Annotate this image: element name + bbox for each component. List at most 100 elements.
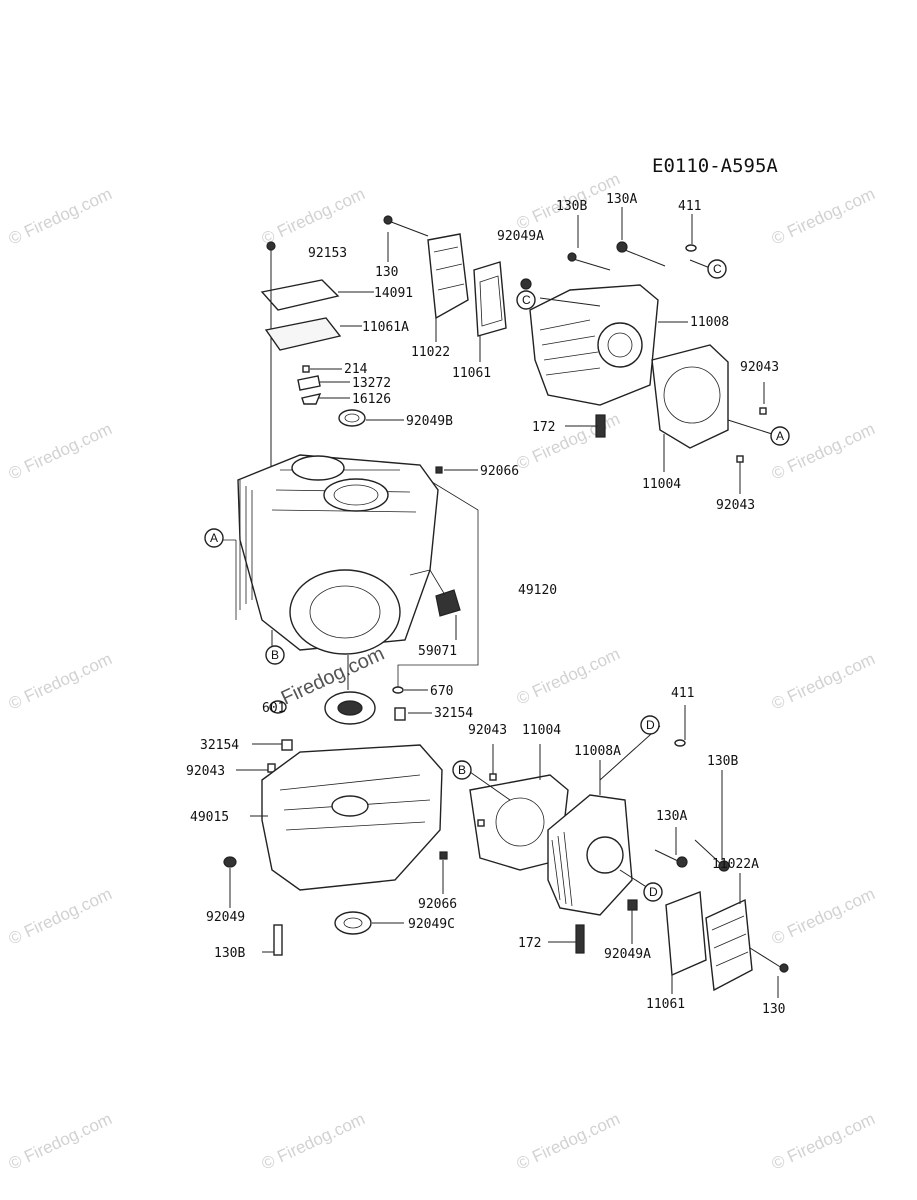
- bolt-head: [718, 860, 730, 872]
- label-214: 214: [344, 362, 368, 377]
- watermark: © Firedog.com: [6, 419, 115, 483]
- pin-92043a: [759, 407, 767, 415]
- pin-92043c: [267, 763, 276, 773]
- bracket-49120: [397, 481, 479, 690]
- crankcase-group: [223, 739, 448, 956]
- callout-circle: [204, 528, 224, 548]
- label-130a: 130A: [656, 809, 687, 824]
- head-cover-11022A: [705, 898, 753, 992]
- label-411: 411: [678, 199, 701, 214]
- label-92153: 92153: [308, 246, 347, 261]
- plug-92066b: [439, 851, 448, 860]
- watermark: © Firedog.com: [259, 184, 368, 248]
- callout-b: B: [271, 648, 279, 662]
- cylinder-bore-2: [291, 455, 345, 481]
- label-92043: 92043: [468, 723, 507, 738]
- head-port: [597, 322, 643, 368]
- leader: [539, 297, 601, 307]
- callout-d: D: [649, 885, 658, 899]
- part-16126: [301, 393, 322, 405]
- callout-a: A: [776, 429, 784, 443]
- leader: [409, 569, 446, 596]
- cover-ribs: [433, 246, 465, 291]
- spring-172-bot: [575, 924, 585, 954]
- label-92049a: 92049A: [604, 947, 651, 962]
- label-11061: 11061: [646, 997, 685, 1012]
- label-130: 130: [762, 1002, 785, 1017]
- bolt-130B-br: [694, 839, 723, 866]
- bore-1-inner: [333, 484, 379, 506]
- label-32154: 32154: [200, 738, 239, 753]
- bolt-130A-top: [619, 247, 666, 267]
- label-172: 172: [532, 420, 555, 435]
- flange-bore: [309, 585, 381, 639]
- callout-c: C: [713, 262, 722, 276]
- callout-circle: [640, 715, 660, 735]
- bearing-group: [269, 691, 432, 725]
- callout-circle: [770, 426, 790, 446]
- label-49120: 49120: [518, 583, 557, 598]
- watermark: © Firedog.com: [769, 884, 878, 948]
- cover-ribs-b: [711, 915, 749, 967]
- washer-411-top: [685, 244, 697, 252]
- label-130a: 130A: [606, 192, 637, 207]
- label-13272: 13272: [352, 376, 391, 391]
- nut-92049A-bot: [627, 899, 638, 911]
- nut-92049A-top: [520, 278, 532, 290]
- bolt-head: [567, 252, 577, 262]
- leader: [689, 259, 711, 269]
- head-cover-11022: [427, 233, 469, 320]
- leader: [599, 725, 661, 781]
- watermark: © Firedog.com: [514, 644, 623, 708]
- watermark: © Firedog.com: [769, 184, 878, 248]
- gasket-inner: [479, 275, 503, 327]
- label-49015: 49015: [190, 810, 229, 825]
- label-92049b: 92049B: [406, 414, 453, 429]
- bolt-head: [383, 215, 393, 225]
- gasket-bore: [663, 366, 721, 424]
- label-92066: 92066: [480, 464, 519, 479]
- pin-92043d: [489, 773, 497, 781]
- label-14091: 14091: [374, 286, 413, 301]
- bolt-130-br: [749, 947, 783, 969]
- gasket-14091: [260, 279, 340, 311]
- label-670: 670: [430, 684, 453, 699]
- cylinder-block-group: [206, 241, 479, 694]
- cylinder-head-11008: [529, 284, 659, 406]
- screw-92153: [266, 241, 276, 251]
- bolt-130B-bl: [273, 924, 283, 956]
- part-13272: [297, 375, 321, 391]
- bolt-head: [676, 856, 688, 868]
- callout-b: B: [458, 763, 466, 777]
- leader: [727, 419, 773, 435]
- label-11022a: 11022A: [712, 857, 759, 872]
- label-130b: 130B: [707, 754, 738, 769]
- gasket-11061: [473, 261, 507, 337]
- label-92049c: 92049C: [408, 917, 455, 932]
- watermark: © Firedog.com: [6, 649, 115, 713]
- watermark: © Firedog.com: [769, 1109, 878, 1173]
- leader: [619, 869, 649, 889]
- label-92049: 92049: [206, 910, 245, 925]
- label-92043: 92043: [716, 498, 755, 513]
- bolt-130B-top: [569, 257, 611, 271]
- bearing-inner: [337, 700, 363, 716]
- seal-92049C: [334, 911, 372, 935]
- callout-circle: [643, 882, 663, 902]
- filter-59071: [435, 589, 461, 617]
- nut-92049: [223, 856, 237, 868]
- callout-circle: [265, 645, 285, 665]
- gasket-11061-bot: [665, 891, 707, 977]
- callout-a: A: [210, 531, 218, 545]
- crankcase-boss: [331, 795, 369, 817]
- pin-92043b: [736, 455, 744, 463]
- head-fins-b: [551, 831, 573, 907]
- label-11004: 11004: [522, 723, 561, 738]
- label-11008: 11008: [690, 315, 729, 330]
- label-11061a: 11061A: [362, 320, 409, 335]
- plate-11061A: [264, 317, 342, 351]
- pin: [477, 819, 485, 827]
- cylinder-bore-1: [323, 478, 389, 512]
- label-92049a: 92049A: [497, 229, 544, 244]
